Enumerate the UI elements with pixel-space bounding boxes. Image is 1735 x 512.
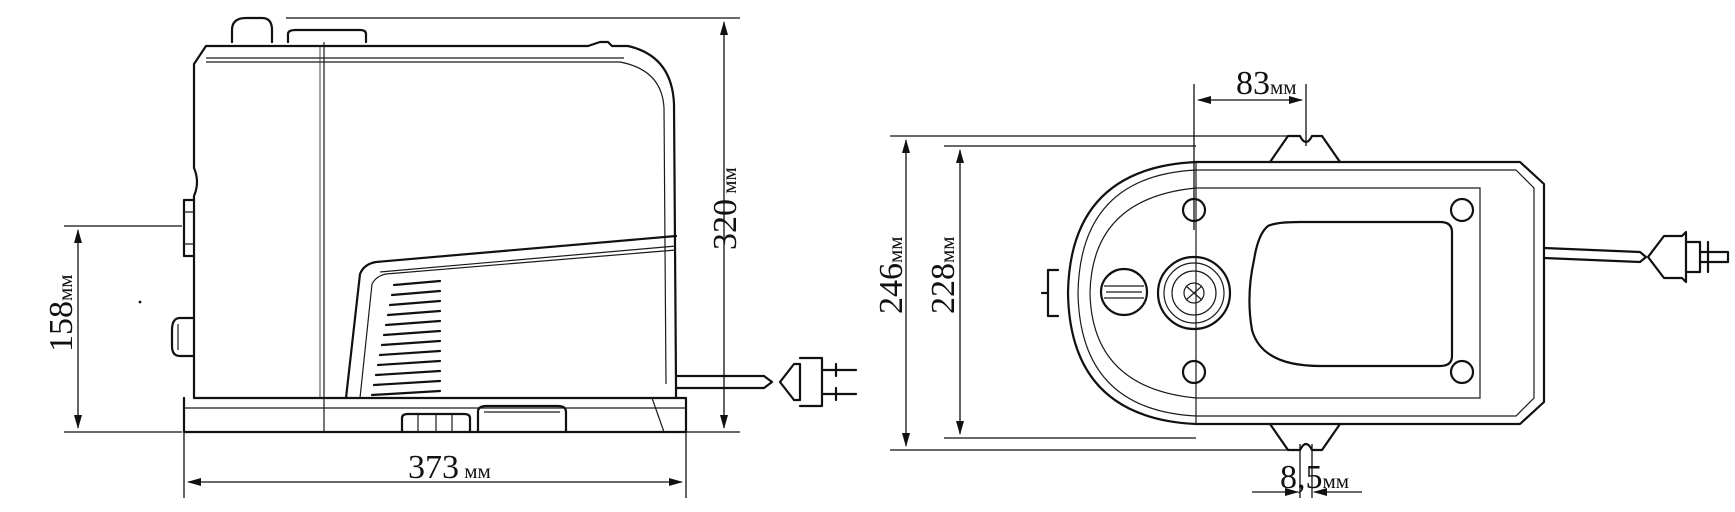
slot-width-dimension-label: 8,5мм <box>1280 459 1349 496</box>
width-dimension-label: 373 мм <box>408 449 491 486</box>
mount-hole-bottom-right <box>1449 359 1475 385</box>
top-notch <box>1268 134 1342 164</box>
filler-cap <box>1099 267 1149 317</box>
top-power-plug <box>1646 230 1688 284</box>
vent-slots <box>370 279 442 397</box>
height-dimension-label: 320 мм <box>707 167 744 250</box>
mount-hole-top-right <box>1449 197 1475 223</box>
vent-panel <box>344 234 678 400</box>
top-view: 83мм 246мм 228мм 8,5мм <box>873 65 1730 498</box>
outlet-height-dimension-label: 158мм <box>43 274 80 352</box>
inner-depth-dimension-label: 228мм <box>925 236 962 314</box>
top-power-cord <box>1542 246 1648 264</box>
mount-hole-bottom-left <box>1181 359 1207 385</box>
front-shell-inner <box>206 61 667 385</box>
inner-contour <box>1089 187 1197 399</box>
top-plate <box>286 28 368 44</box>
body-outline <box>192 40 678 400</box>
outer-depth-dimension-label: 246мм <box>873 236 910 314</box>
power-plug <box>778 362 802 402</box>
inlet-knob <box>170 316 196 358</box>
top-recess <box>1248 220 1454 368</box>
hole-offset-dimension-label: 83мм <box>1236 65 1297 102</box>
bottom-notch <box>1268 422 1342 452</box>
housing-outline <box>1066 160 1546 426</box>
outlet-fitting <box>182 198 196 258</box>
side-view: 320 мм 158мм 373 мм <box>43 16 858 498</box>
top-cap <box>230 16 274 44</box>
left-tab <box>1040 268 1060 318</box>
center-fitting <box>1156 255 1232 331</box>
base-panel <box>476 404 568 434</box>
